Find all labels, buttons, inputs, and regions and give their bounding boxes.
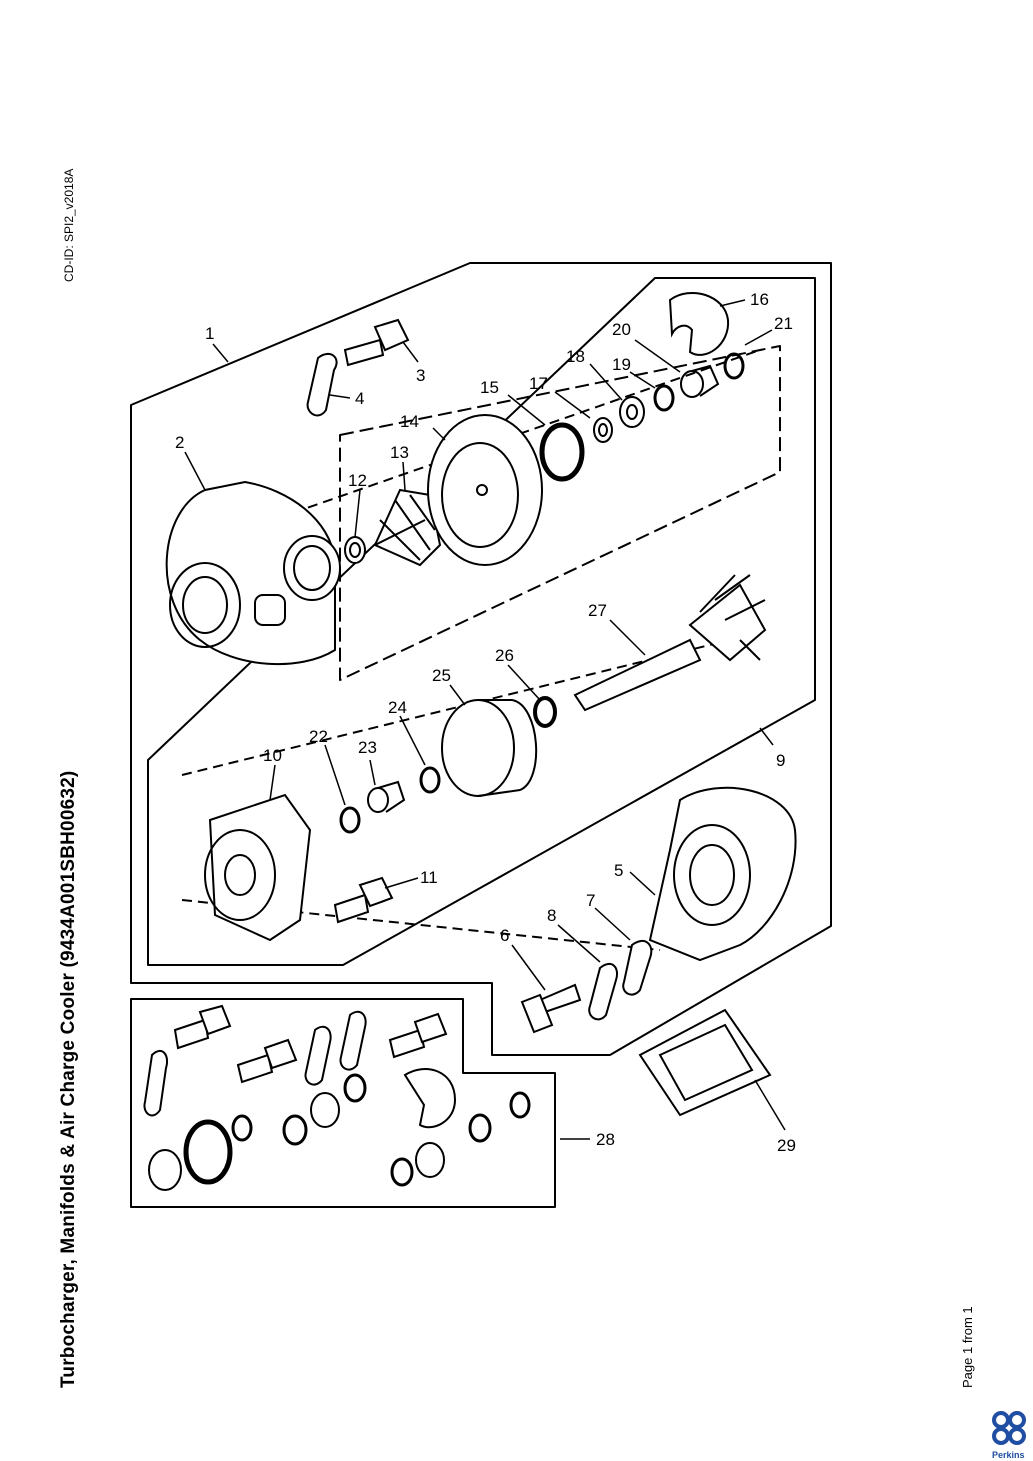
assembly-outline <box>130 262 832 1056</box>
callout-13: 13 <box>390 443 409 462</box>
circlip-21 <box>723 352 745 380</box>
lock-plate-8 <box>588 962 618 1021</box>
callout-19: 19 <box>612 355 631 374</box>
compressor-wheel <box>373 488 442 567</box>
callout-25: 25 <box>432 666 451 685</box>
callout-labels: 1 2 3 4 5 6 7 8 9 10 11 12 13 14 15 16 1… <box>175 290 796 1155</box>
axis-line-mid <box>181 639 731 776</box>
perkins-logo <box>992 1411 1026 1445</box>
kit-parts <box>143 1004 531 1191</box>
bolt-11 <box>333 876 394 924</box>
callout-14: 14 <box>400 412 419 431</box>
callout-10: 10 <box>263 746 282 765</box>
lock-plate-7 <box>622 939 653 996</box>
journal-bearing-23 <box>367 780 406 813</box>
callout-16: 16 <box>750 290 769 309</box>
cartridge-outline <box>147 277 816 966</box>
bearing-housing <box>204 793 312 942</box>
circlip-19 <box>653 384 675 412</box>
heat-shield <box>668 291 730 356</box>
callout-29: 29 <box>777 1136 796 1155</box>
callout-1: 1 <box>205 324 214 343</box>
callout-18: 18 <box>566 347 585 366</box>
bolt-6 <box>520 983 582 1034</box>
callout-2: 2 <box>175 433 184 452</box>
backplate <box>427 414 543 566</box>
callout-6: 6 <box>500 926 509 945</box>
turbine-shaft <box>573 574 767 712</box>
callout-17: 17 <box>529 374 548 393</box>
callout-4: 4 <box>355 389 364 408</box>
bolt-3 <box>343 318 410 367</box>
callout-26: 26 <box>495 646 514 665</box>
gasket <box>638 1008 772 1117</box>
callout-23: 23 <box>358 738 377 757</box>
callout-11: 11 <box>420 868 438 887</box>
callout-12: 12 <box>348 471 367 490</box>
callout-24: 24 <box>388 698 407 717</box>
callout-3: 3 <box>416 366 425 385</box>
compressor-group-outline <box>339 345 781 681</box>
o-ring <box>539 422 585 482</box>
callout-7: 7 <box>586 891 595 910</box>
bearing-20 <box>680 364 720 398</box>
thrust-collar <box>593 417 613 443</box>
brand-wordmark: Perkins <box>992 1450 1025 1460</box>
callout-20: 20 <box>612 320 631 339</box>
circlip-24 <box>419 766 441 794</box>
compressor-nut <box>344 536 366 564</box>
leader-lines <box>184 299 786 1140</box>
spares-kit-outline <box>130 998 556 1208</box>
callout-5: 5 <box>614 861 623 880</box>
callout-22: 22 <box>309 727 328 746</box>
seal-ring-26 <box>533 696 557 728</box>
callout-21: 21 <box>774 314 793 333</box>
circlip-22 <box>339 806 361 834</box>
callout-15: 15 <box>480 378 499 397</box>
thrust-bearing <box>619 396 645 428</box>
lock-plate-4 <box>306 352 338 417</box>
bearing-housing-cover <box>441 699 538 797</box>
callout-27: 27 <box>588 601 607 620</box>
compressor-housing <box>165 480 341 666</box>
callout-9: 9 <box>776 751 785 770</box>
turbine-housing <box>648 786 797 962</box>
callout-8: 8 <box>547 906 556 925</box>
callout-28: 28 <box>596 1130 615 1149</box>
